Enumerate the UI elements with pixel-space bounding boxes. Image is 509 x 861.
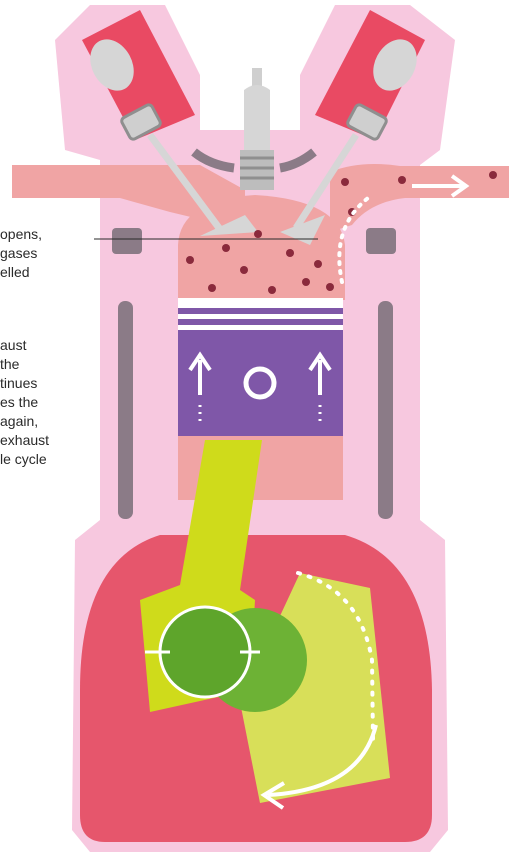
crankshaft — [160, 607, 250, 697]
exhaust-valve-caption: opens, gases elled — [0, 225, 90, 282]
piston-cycle-caption: aust the tinues es the again, exhaust le… — [0, 336, 108, 469]
cooling-channel-left — [118, 301, 133, 519]
head-bolt-left — [112, 228, 142, 254]
head-bolt-right — [366, 228, 396, 254]
spark-plug — [240, 68, 274, 190]
cooling-channel-right — [378, 301, 393, 519]
piston — [178, 298, 343, 436]
